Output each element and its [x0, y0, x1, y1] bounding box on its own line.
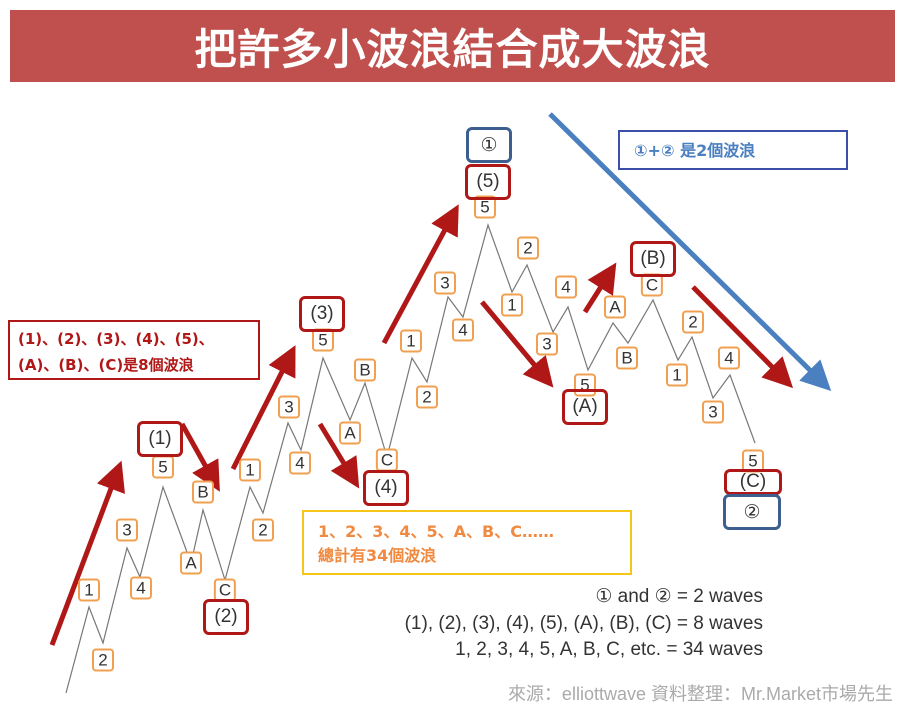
primary-down-arrow: [548, 112, 832, 392]
callout-line: (A)、(B)、(C)是8個波浪: [18, 356, 194, 374]
minor-wave-label: 5: [312, 328, 334, 352]
up-arrow: [230, 345, 296, 471]
wave-label-c: (C): [724, 469, 782, 495]
minor-wave-label: 1: [400, 329, 422, 353]
minor-wave-label: 4: [718, 346, 740, 370]
wave-label-3: (3): [299, 296, 345, 332]
callout-line: 總計有34個波浪: [318, 546, 437, 565]
minor-wave-label: 3: [278, 395, 300, 419]
minor-wave-label: 1: [666, 363, 688, 387]
wave-label-2: (2): [203, 599, 249, 635]
thirtyfour-waves-callout: 1、2、3、4、5、A、B、C…… 總計有34個波浪: [302, 510, 632, 575]
minor-wave-label: 4: [130, 576, 152, 600]
down-arrow: [179, 422, 220, 492]
minor-wave-label: 3: [116, 518, 138, 542]
callout-line: (1)、(2)、(3)、(4)、(5)、: [18, 330, 214, 348]
minor-wave-label: 5: [152, 455, 174, 479]
minor-wave-label: B: [192, 480, 214, 504]
minor-wave-label: 2: [682, 310, 704, 334]
minor-wave-label: 1: [78, 578, 100, 602]
wave-line: [65, 223, 756, 694]
minor-wave-label: 4: [555, 275, 577, 299]
source-credit: 來源：elliottwave 資料整理：Mr.Market市場先生: [507, 684, 893, 704]
minor-wave-label: C: [213, 578, 237, 602]
minor-wave-label: A: [180, 551, 202, 575]
minor-wave-label: 4: [452, 318, 474, 342]
wave-label-5: (5): [465, 164, 511, 200]
down-arrow: [317, 422, 360, 489]
minor-wave-label: C: [375, 448, 399, 472]
minor-wave-label: 5: [474, 195, 496, 219]
minor-wave-label: 2: [252, 518, 274, 542]
down-arrow: [480, 300, 554, 388]
legend-line: ① and ② = 2 waves: [595, 586, 763, 607]
up-arrow: [381, 204, 459, 345]
callout-line: 1、2、3、4、5、A、B、C……: [318, 522, 554, 541]
two-waves-callout: ①+② 是2個波浪: [618, 130, 848, 170]
minor-wave-label: B: [354, 358, 376, 382]
minor-wave-label: 2: [92, 648, 114, 672]
minor-wave-label: 1: [501, 293, 523, 317]
wave-label-1: (1): [137, 421, 183, 457]
minor-wave-label: 3: [536, 332, 558, 356]
wave-label-4: (4): [363, 470, 409, 506]
primary-wave-1: ①: [466, 127, 512, 163]
minor-wave-label: A: [604, 295, 626, 319]
up-arrow: [582, 262, 617, 314]
minor-wave-label: A: [339, 421, 361, 445]
down-arrow: [691, 285, 794, 389]
minor-wave-label: 2: [517, 236, 539, 260]
legend-line: 1, 2, 3, 4, 5, A, B, C, etc. = 34 waves: [455, 639, 763, 660]
wave-label-b: (B): [630, 241, 676, 277]
minor-wave-label: 3: [434, 271, 456, 295]
minor-wave-label: 3: [702, 400, 724, 424]
primary-wave-2: ②: [723, 494, 781, 530]
eight-waves-callout: (1)、(2)、(3)、(4)、(5)、 (A)、(B)、(C)是8個波浪: [8, 320, 260, 380]
wave-label-a: (A): [562, 389, 608, 425]
up-arrow: [49, 460, 125, 646]
legend-line: (1), (2), (3), (4), (5), (A), (B), (C) =…: [404, 613, 763, 634]
minor-wave-label: 1: [239, 458, 261, 482]
minor-wave-label: B: [616, 346, 638, 370]
minor-wave-label: 2: [416, 385, 438, 409]
page-title: 把許多小波浪結合成大波浪: [10, 10, 895, 82]
minor-wave-label: 4: [289, 451, 311, 475]
